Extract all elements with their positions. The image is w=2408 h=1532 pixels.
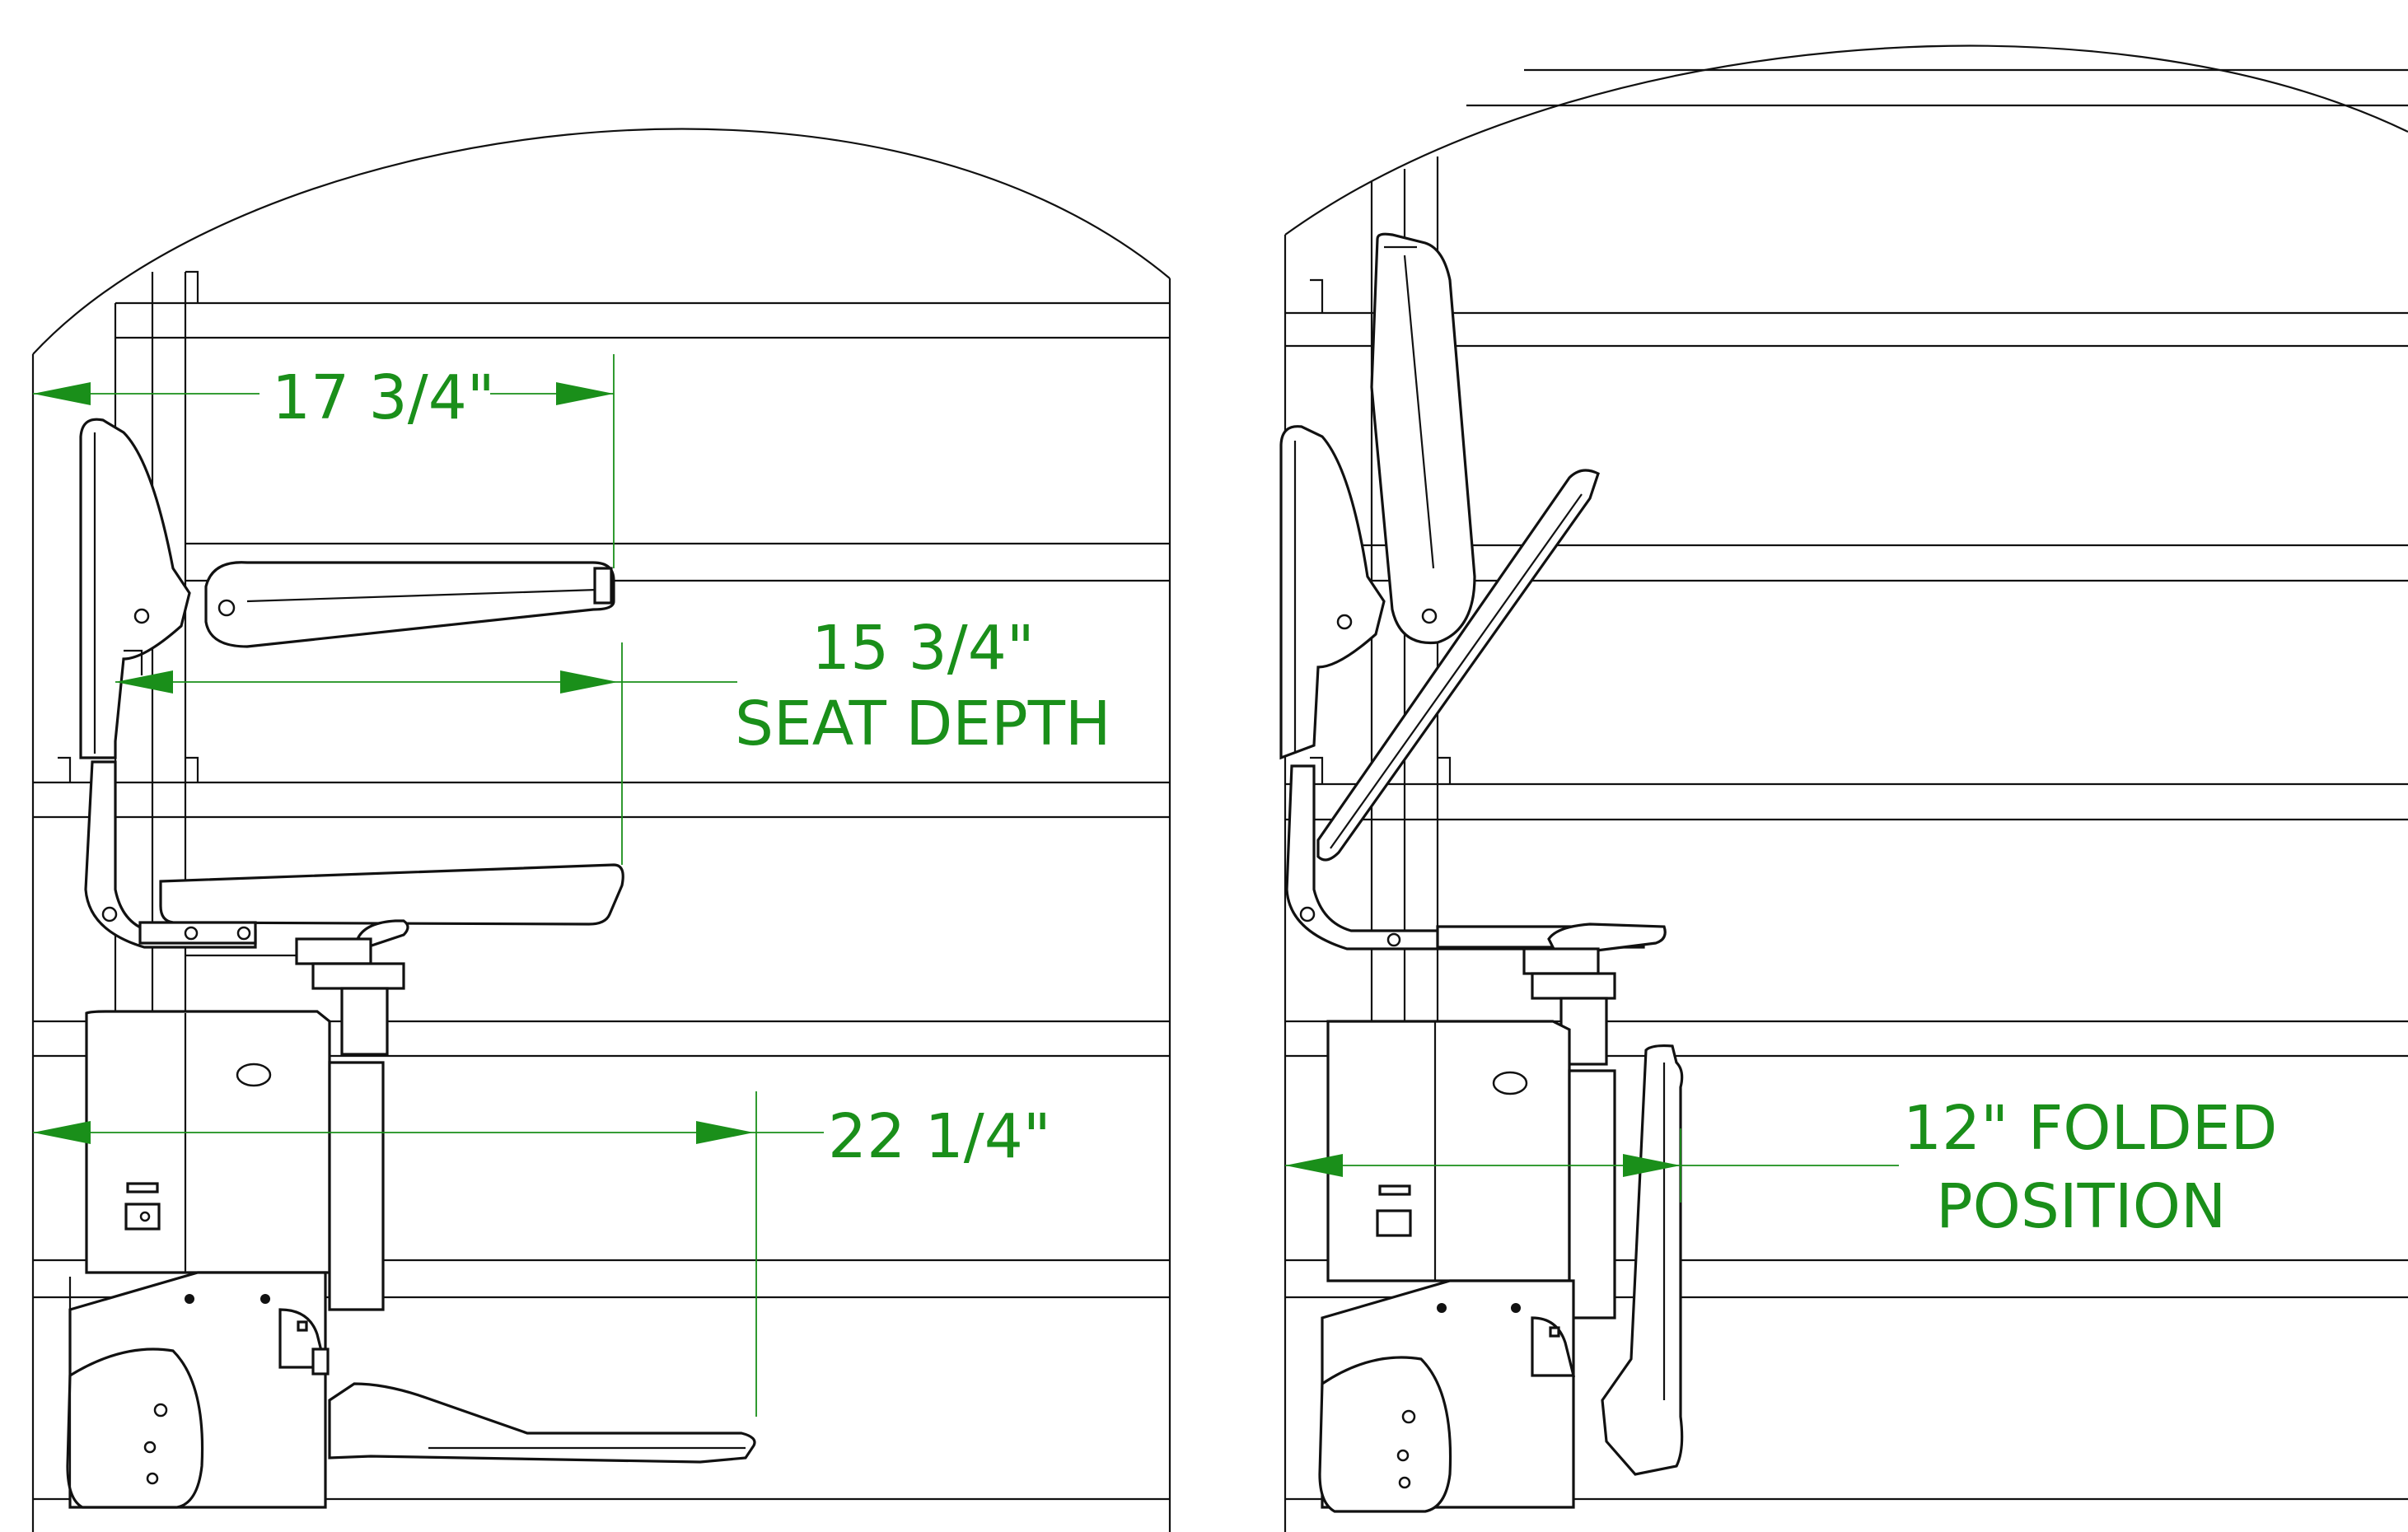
arrow-right bbox=[696, 1121, 754, 1144]
dim-folded-value: 12" FOLDED bbox=[1903, 1093, 2277, 1164]
left-enclosure-arch bbox=[32, 128, 1171, 355]
dim-folded-label: POSITION bbox=[1936, 1171, 2226, 1242]
right-seat-folded bbox=[1316, 469, 1600, 862]
right-carriage-body bbox=[1326, 1020, 1571, 1282]
arrow-left bbox=[33, 1121, 91, 1144]
left-backrest bbox=[79, 418, 191, 759]
left-motor-cover bbox=[66, 1348, 204, 1509]
dim-overall-depth-label: 22 1/4" bbox=[828, 1101, 1051, 1172]
arrow-left bbox=[115, 670, 173, 694]
right-armrest-folded bbox=[1370, 232, 1476, 645]
right-backrest bbox=[1279, 425, 1386, 760]
dimension-arm-width: 17 3/4" bbox=[33, 350, 615, 568]
dim-seat-depth-label: SEAT DEPTH bbox=[735, 689, 1111, 759]
left-carriage-body bbox=[85, 1010, 331, 1274]
right-panel-folded bbox=[1279, 44, 2408, 1532]
right-footrest-folded bbox=[1601, 1044, 1684, 1476]
left-footrest bbox=[328, 1382, 756, 1464]
right-motor-cover bbox=[1318, 1356, 1452, 1513]
dimension-seat-depth: 15 3/4" SEAT DEPTH bbox=[115, 613, 1111, 865]
arrow-left bbox=[33, 382, 91, 405]
arrow-right bbox=[1623, 1154, 1681, 1177]
dim-arm-width-label: 17 3/4" bbox=[272, 362, 495, 433]
arrow-right bbox=[560, 670, 618, 694]
dim-seat-depth-value: 15 3/4" bbox=[811, 613, 1035, 684]
arrow-right bbox=[556, 382, 614, 405]
left-seat-cushion bbox=[159, 863, 624, 926]
dimension-folded-position: 12" FOLDED POSITION bbox=[1285, 1093, 2277, 1242]
left-armrest bbox=[204, 561, 615, 648]
left-seat-support bbox=[84, 760, 257, 949]
arrow-left bbox=[1285, 1154, 1343, 1177]
right-enclosure-arch bbox=[1284, 44, 2408, 236]
dimension-overall-depth: 22 1/4" bbox=[33, 1091, 1051, 1417]
left-panel-unfolded bbox=[31, 128, 1171, 1532]
